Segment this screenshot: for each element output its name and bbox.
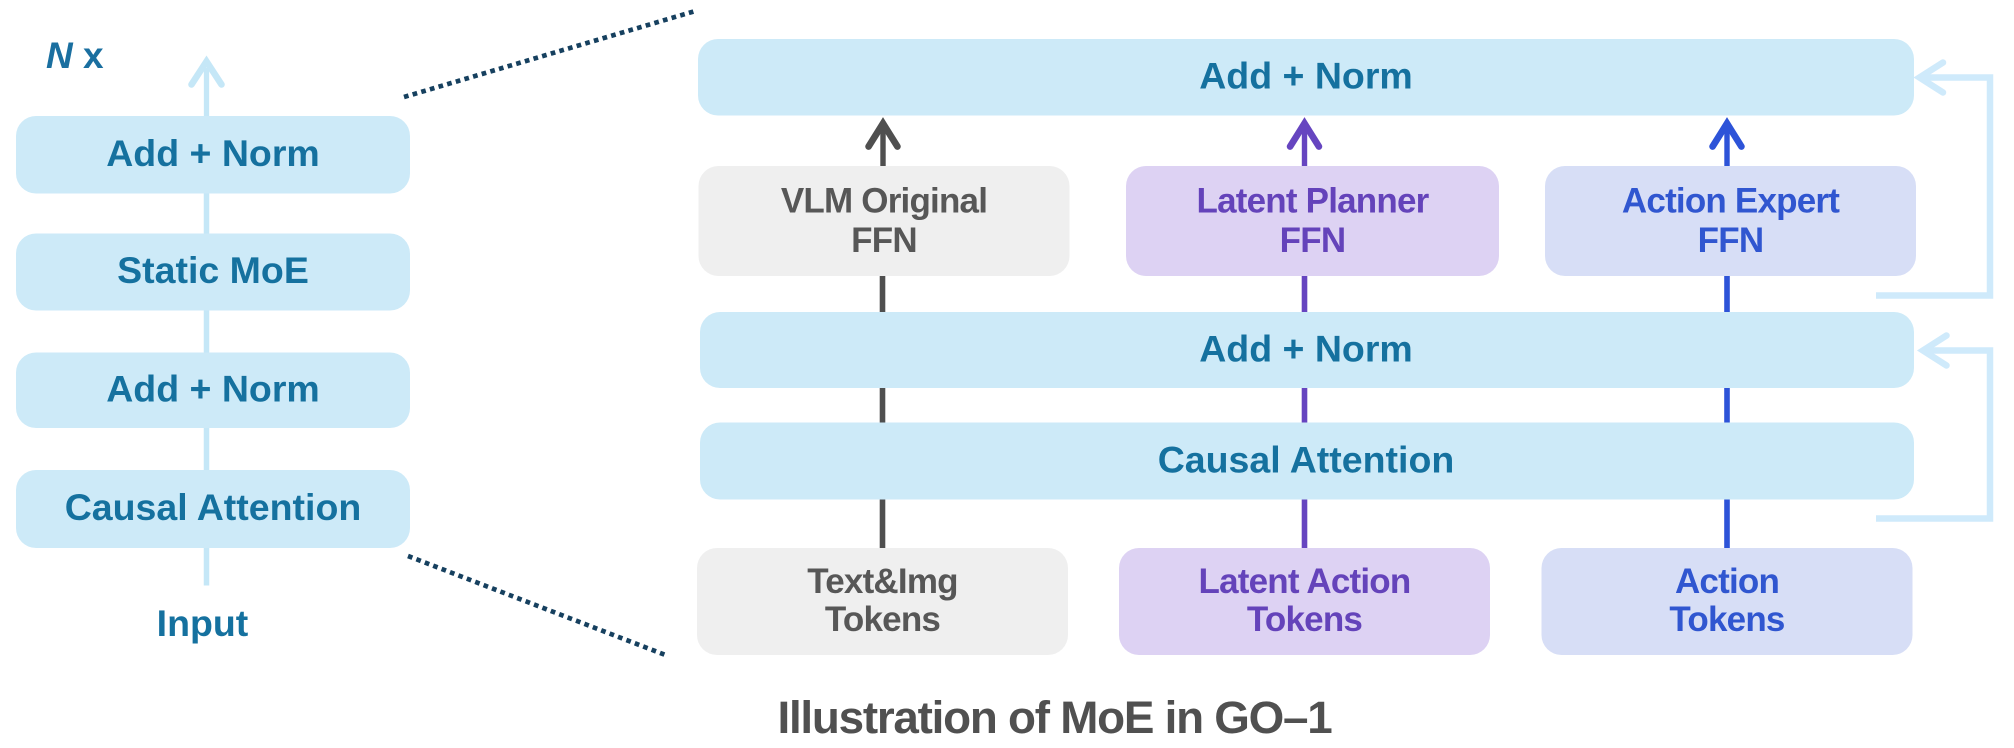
svg-text:FFN: FFN (851, 221, 917, 260)
svg-text:VLM Original: VLM Original (781, 182, 987, 221)
svg-text:Add + Norm: Add + Norm (1199, 328, 1413, 370)
svg-text:Action: Action (1675, 562, 1779, 601)
svg-text:Illustration of MoE in GO–1: Illustration of MoE in GO–1 (777, 692, 1332, 743)
svg-text:Add + Norm: Add + Norm (1199, 55, 1413, 97)
svg-text:Add + Norm: Add + Norm (106, 368, 320, 410)
svg-text:Input: Input (157, 602, 249, 644)
svg-text:Latent Planner: Latent Planner (1197, 182, 1430, 221)
svg-text:FFN: FFN (1280, 221, 1346, 260)
svg-text:Action Expert: Action Expert (1622, 182, 1840, 221)
svg-text:N x: N x (46, 35, 104, 76)
svg-text:Tokens: Tokens (1669, 600, 1784, 639)
svg-text:Tokens: Tokens (825, 600, 940, 639)
svg-text:Add + Norm: Add + Norm (106, 132, 320, 174)
svg-text:Static MoE: Static MoE (117, 249, 309, 291)
svg-text:Text&Img: Text&Img (807, 562, 957, 601)
svg-text:Causal Attention: Causal Attention (1158, 439, 1455, 481)
svg-text:FFN: FFN (1698, 221, 1764, 260)
svg-text:Causal Attention: Causal Attention (65, 486, 362, 528)
svg-text:Tokens: Tokens (1247, 600, 1362, 639)
svg-text:Latent Action: Latent Action (1199, 562, 1411, 601)
